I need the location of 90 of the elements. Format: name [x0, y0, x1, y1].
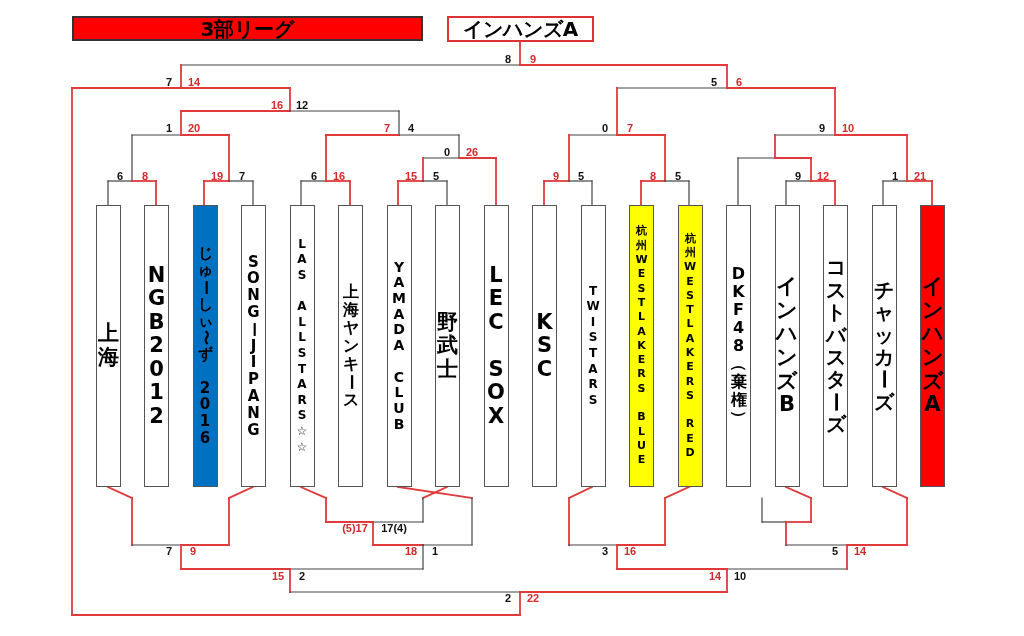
score-label: 4: [407, 122, 415, 134]
score-label: 26: [465, 146, 479, 158]
score-label: 8: [141, 170, 149, 182]
score-label: 17(4): [381, 522, 407, 534]
score-label: 20: [187, 122, 201, 134]
score-label: 9: [189, 545, 197, 557]
team-box: [629, 205, 654, 487]
score-label: 2: [298, 570, 306, 582]
title: 3部リーグ: [200, 18, 295, 39]
score-label: 2: [504, 592, 512, 604]
score-label: 1: [165, 122, 173, 134]
score-label: 5: [710, 76, 718, 88]
team-name: DKF48（棄権）: [728, 265, 750, 427]
team-box: [677, 205, 703, 487]
score-label: 1: [891, 170, 899, 182]
team-name: LEC SOX: [486, 263, 506, 429]
score-label: 15: [271, 570, 285, 582]
score-label: 6: [116, 170, 124, 182]
team-name: インハンズA: [921, 275, 944, 417]
score-label: 7: [165, 545, 173, 557]
score-label: 8: [649, 170, 657, 182]
team-box: [871, 205, 897, 487]
team-box: [289, 205, 315, 487]
team-box: [726, 205, 751, 487]
team-box: [532, 205, 557, 487]
score-label: 3: [601, 545, 609, 557]
team-box: [241, 205, 266, 487]
score-label: (5)17: [342, 522, 368, 534]
team-name: SONGーJIPANG: [243, 253, 264, 439]
score-label: 15: [404, 170, 418, 182]
score-label: 16: [623, 545, 637, 557]
team-name: KSC: [535, 310, 554, 382]
team-box: [95, 205, 121, 487]
score-label: 1: [431, 545, 439, 557]
score-label: 8: [504, 53, 512, 65]
score-label: 12: [816, 170, 830, 182]
team-box: [192, 205, 218, 487]
team-box: [483, 205, 509, 487]
team-name: TWISTARS: [585, 283, 601, 409]
champion-box: [447, 16, 594, 42]
team-box: [920, 205, 945, 487]
team-name: NGB2012: [146, 263, 167, 429]
score-label: 5: [577, 170, 585, 182]
score-label: 9: [818, 122, 826, 134]
score-label: 10: [733, 570, 747, 582]
team-name: コストバスターズ: [824, 256, 847, 436]
score-label: 5: [432, 170, 440, 182]
score-label: 5: [674, 170, 682, 182]
score-label: 22: [526, 592, 540, 604]
score-label: 6: [310, 170, 318, 182]
team-name: 上海ヤンキース: [340, 283, 362, 409]
score-label: 0: [601, 122, 609, 134]
team-name: 杭州WESTLAKERS BLUE: [634, 224, 649, 468]
score-label: 7: [383, 122, 391, 134]
score-label: 21: [913, 170, 927, 182]
champion-name: インハンズA: [462, 19, 579, 39]
score-label: 7: [165, 76, 173, 88]
score-label: 16: [332, 170, 346, 182]
team-name: LAS ALLSTARS☆☆: [295, 236, 309, 456]
team-box: [823, 205, 848, 487]
team-box: [580, 205, 606, 487]
team-name: YAMADA CLUB: [391, 259, 407, 433]
score-label: 9: [529, 53, 537, 65]
team-box: [144, 205, 169, 487]
score-label: 6: [735, 76, 743, 88]
score-label: 7: [626, 122, 634, 134]
score-label: 10: [841, 122, 855, 134]
team-name: チャッカーズ: [872, 278, 896, 414]
score-label: 0: [443, 146, 451, 158]
score-label: 9: [794, 170, 802, 182]
title-bar: [72, 16, 423, 41]
team-name: 野武士: [436, 310, 459, 382]
score-label: 14: [187, 76, 201, 88]
score-label: 5: [831, 545, 839, 557]
score-label: 19: [210, 170, 224, 182]
team-name: 上海: [96, 322, 120, 370]
score-label: 9: [552, 170, 560, 182]
score-label: 14: [853, 545, 867, 557]
score-label: 18: [404, 545, 418, 557]
score-label: 12: [295, 99, 309, 111]
score-label: 7: [238, 170, 246, 182]
score-label: 14: [708, 570, 722, 582]
team-name: インハンズB: [775, 275, 799, 417]
team-box: [386, 205, 412, 487]
team-name: 杭州WESTLAKERS RED: [682, 231, 698, 461]
team-box: [774, 205, 800, 487]
team-box: [338, 205, 363, 487]
team-box: [435, 205, 460, 487]
team-name: じゅーしぃ〜ず 2016: [195, 245, 216, 447]
score-label: 16: [270, 99, 284, 111]
